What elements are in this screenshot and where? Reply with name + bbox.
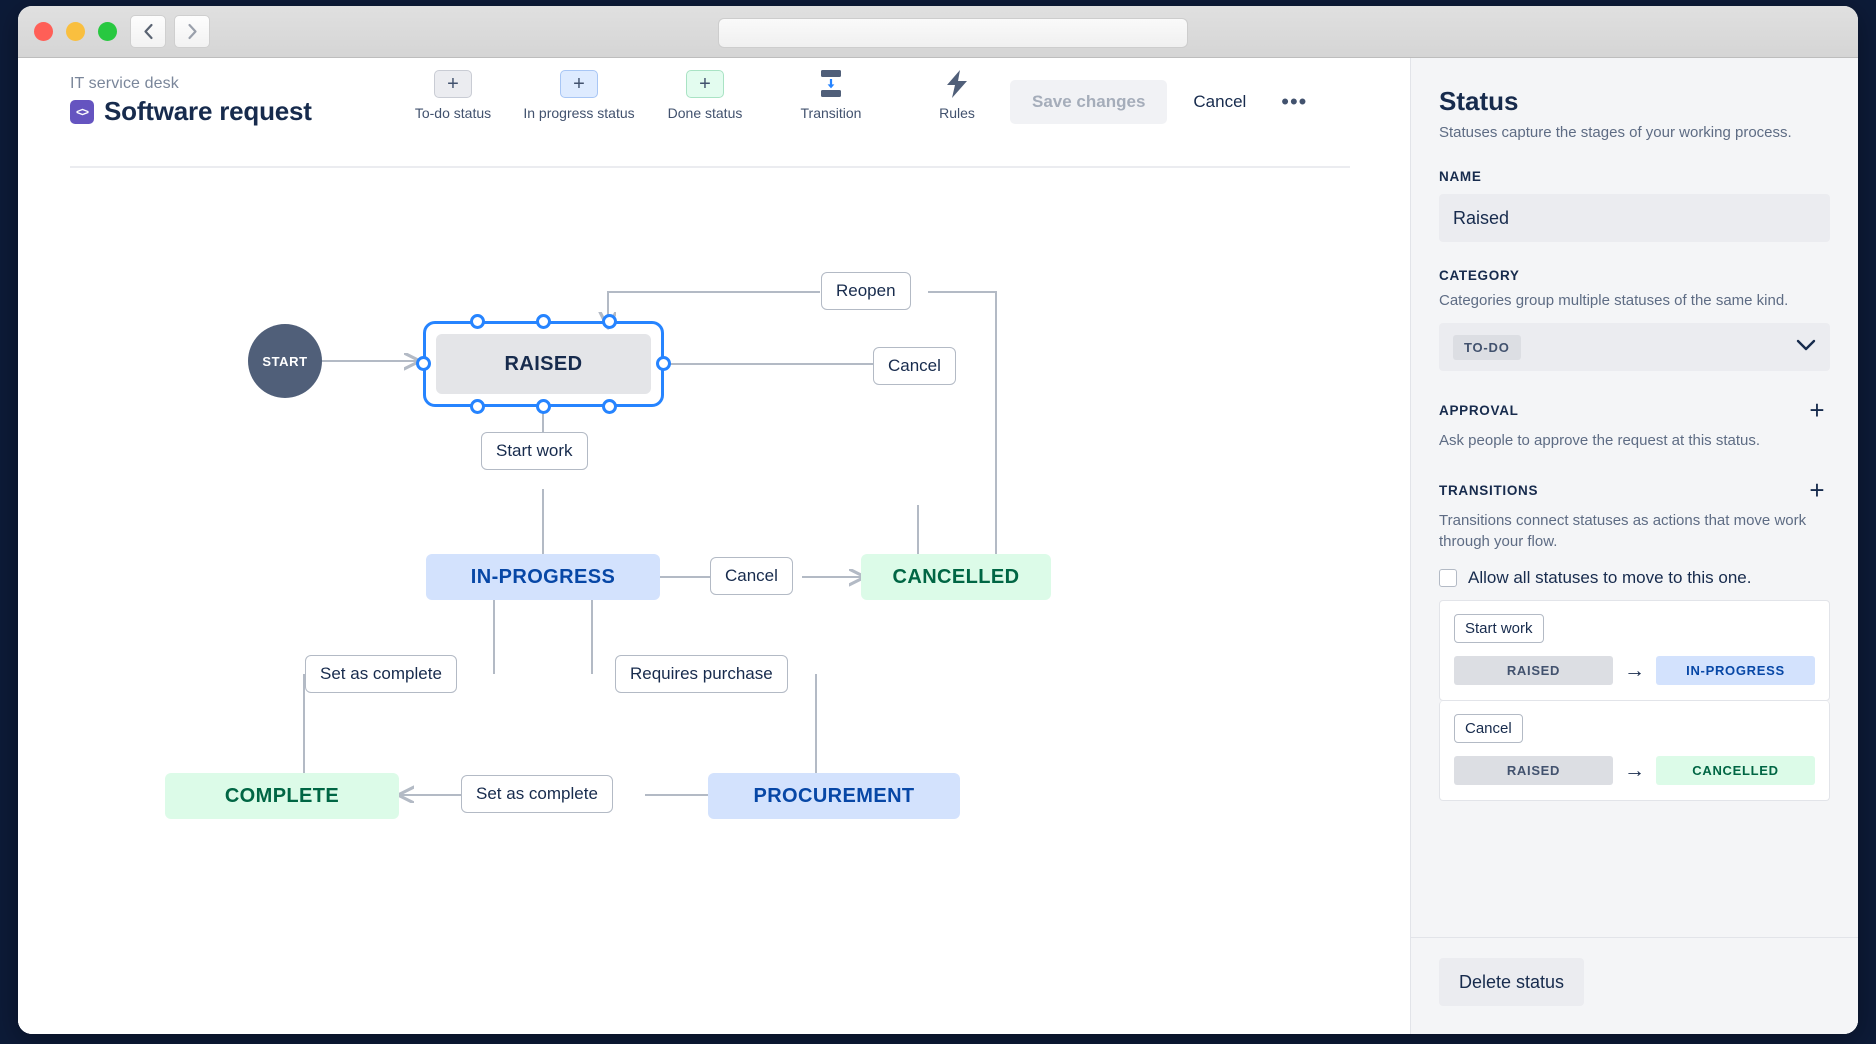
chevron-down-icon xyxy=(1796,338,1816,356)
tool-label: In progress status xyxy=(523,105,635,121)
status-node-procurement[interactable]: PROCUREMENT xyxy=(708,773,960,819)
browser-window: IT service desk <> Software request + To… xyxy=(18,6,1858,1034)
toolbar-actions: Save changes Cancel ••• xyxy=(1010,80,1316,124)
plus-icon: + xyxy=(686,70,724,98)
allow-all-statuses-checkbox[interactable] xyxy=(1439,569,1457,588)
arrow-right-icon: → xyxy=(1624,658,1645,682)
arrow-right-icon: → xyxy=(1624,758,1645,782)
navigation-buttons xyxy=(130,15,210,48)
browser-chrome xyxy=(18,6,1858,58)
tool-in-progress-status[interactable]: + In progress status xyxy=(516,70,642,121)
lightning-bolt-icon xyxy=(938,70,976,98)
approval-section-label: APPROVAL xyxy=(1439,402,1519,418)
panel-footer: Delete status xyxy=(1411,937,1858,1034)
category-section-label: CATEGORY xyxy=(1439,268,1520,284)
transition-label-cancel-in-progress[interactable]: Cancel xyxy=(710,557,793,595)
workflow-canvas[interactable]: START RAISED IN-PROGRESS CANCELLED xyxy=(18,176,1410,1034)
plus-icon: + xyxy=(560,70,598,98)
transition-flow: RAISED → CANCELLED xyxy=(1454,756,1815,786)
status-node-raised[interactable]: RAISED xyxy=(436,334,651,394)
resize-handle-top-center[interactable] xyxy=(536,314,551,329)
transition-name[interactable]: Cancel xyxy=(1454,714,1523,744)
resize-handle-bottom-center[interactable] xyxy=(536,399,551,414)
more-options-button[interactable]: ••• xyxy=(1272,80,1316,124)
allow-all-statuses-label: Allow all statuses to move to this one. xyxy=(1468,568,1752,588)
chevron-left-icon xyxy=(143,23,153,40)
code-brackets-icon: <> xyxy=(70,99,94,124)
forward-button[interactable] xyxy=(174,15,210,48)
transitions-section-desc: Transitions connect statuses as actions … xyxy=(1439,512,1807,551)
transition-label-set-as-complete-in-progress[interactable]: Set as complete xyxy=(305,655,457,693)
status-name-input[interactable]: Raised xyxy=(1439,194,1830,243)
page-title: Software request xyxy=(104,96,312,126)
approval-section-desc: Ask people to approve the request at thi… xyxy=(1439,432,1761,450)
minimize-window-button[interactable] xyxy=(66,22,85,41)
tool-label: Done status xyxy=(667,105,743,121)
cancel-button[interactable]: Cancel xyxy=(1177,80,1262,124)
transition-label-set-as-complete-procurement[interactable]: Set as complete xyxy=(461,775,613,813)
toolbar-divider xyxy=(70,166,1350,168)
transition-to-status: CANCELLED xyxy=(1656,756,1815,786)
delete-status-button[interactable]: Delete status xyxy=(1439,958,1585,1006)
transition-label-reopen[interactable]: Reopen xyxy=(821,272,911,310)
traffic-lights xyxy=(34,22,117,41)
resize-handle-top-left[interactable] xyxy=(470,314,485,329)
category-select[interactable]: TO-DO xyxy=(1439,323,1830,372)
resize-handle-bottom-left[interactable] xyxy=(470,399,485,414)
transition-name[interactable]: Start work xyxy=(1454,614,1544,644)
status-details-panel: Status Statuses capture the stages of yo… xyxy=(1410,58,1858,1034)
resize-handle-top-right[interactable] xyxy=(602,314,617,329)
transition-label-start-work[interactable]: Start work xyxy=(481,432,588,470)
resize-handle-left[interactable] xyxy=(416,356,431,371)
tool-label: To-do status xyxy=(414,105,492,121)
save-changes-button[interactable]: Save changes xyxy=(1010,80,1168,124)
toolbar-tools: + To-do status + In progress status + Do… xyxy=(390,70,1020,121)
tool-done-status[interactable]: + Done status xyxy=(642,70,768,121)
breadcrumb: IT service desk xyxy=(70,75,179,92)
panel-title: Status xyxy=(1439,86,1519,116)
transitions-section-header: TRANSITIONS + xyxy=(1439,477,1830,503)
resize-handle-bottom-right[interactable] xyxy=(602,399,617,414)
close-window-button[interactable] xyxy=(34,22,53,41)
start-node[interactable]: START xyxy=(248,324,322,398)
transition-from-status: RAISED xyxy=(1454,656,1613,686)
add-transition-button[interactable]: + xyxy=(1804,477,1830,503)
workflow-edges xyxy=(18,291,997,1034)
tool-label: Transition xyxy=(800,105,862,121)
allow-all-statuses-row[interactable]: Allow all statuses to move to this one. xyxy=(1439,568,1830,588)
category-value: TO-DO xyxy=(1453,334,1521,360)
back-button[interactable] xyxy=(130,15,166,48)
toolbar: IT service desk <> Software request + To… xyxy=(18,58,1410,168)
tool-label: Rules xyxy=(939,105,975,121)
resize-handle-right[interactable] xyxy=(656,356,671,371)
transition-card[interactable]: Start work RAISED → IN-PROGRESS xyxy=(1439,600,1830,702)
transition-from-status: RAISED xyxy=(1454,756,1613,786)
address-bar[interactable] xyxy=(718,18,1188,48)
category-section-desc: Categories group multiple statuses of th… xyxy=(1439,292,1789,310)
maximize-window-button[interactable] xyxy=(98,22,117,41)
transition-label-cancel-raised[interactable]: Cancel xyxy=(873,347,956,385)
transition-to-status: IN-PROGRESS xyxy=(1656,656,1815,686)
transition-flow: RAISED → IN-PROGRESS xyxy=(1454,656,1815,686)
add-approval-button[interactable]: + xyxy=(1804,397,1830,423)
tool-rules[interactable]: Rules xyxy=(894,70,1020,121)
status-node-cancelled[interactable]: CANCELLED xyxy=(861,554,1051,600)
name-section-label: NAME xyxy=(1439,169,1482,185)
main-area: IT service desk <> Software request + To… xyxy=(18,58,1410,1034)
tool-transition[interactable]: Transition xyxy=(768,70,894,121)
chevron-right-icon xyxy=(187,23,197,40)
transition-icon xyxy=(812,70,850,98)
plus-icon: + xyxy=(434,70,472,98)
status-node-complete[interactable]: COMPLETE xyxy=(165,773,399,819)
title-row: <> Software request xyxy=(70,96,312,127)
transition-card[interactable]: Cancel RAISED → CANCELLED xyxy=(1439,701,1830,802)
approval-section-header: APPROVAL + xyxy=(1439,397,1830,423)
transitions-section-label: TRANSITIONS xyxy=(1439,482,1539,498)
tool-todo-status[interactable]: + To-do status xyxy=(390,70,516,121)
transition-label-requires-purchase[interactable]: Requires purchase xyxy=(615,655,788,693)
page-body: IT service desk <> Software request + To… xyxy=(18,58,1858,1034)
panel-subtitle: Statuses capture the stages of your work… xyxy=(1439,124,1792,141)
status-node-in-progress[interactable]: IN-PROGRESS xyxy=(426,554,660,600)
